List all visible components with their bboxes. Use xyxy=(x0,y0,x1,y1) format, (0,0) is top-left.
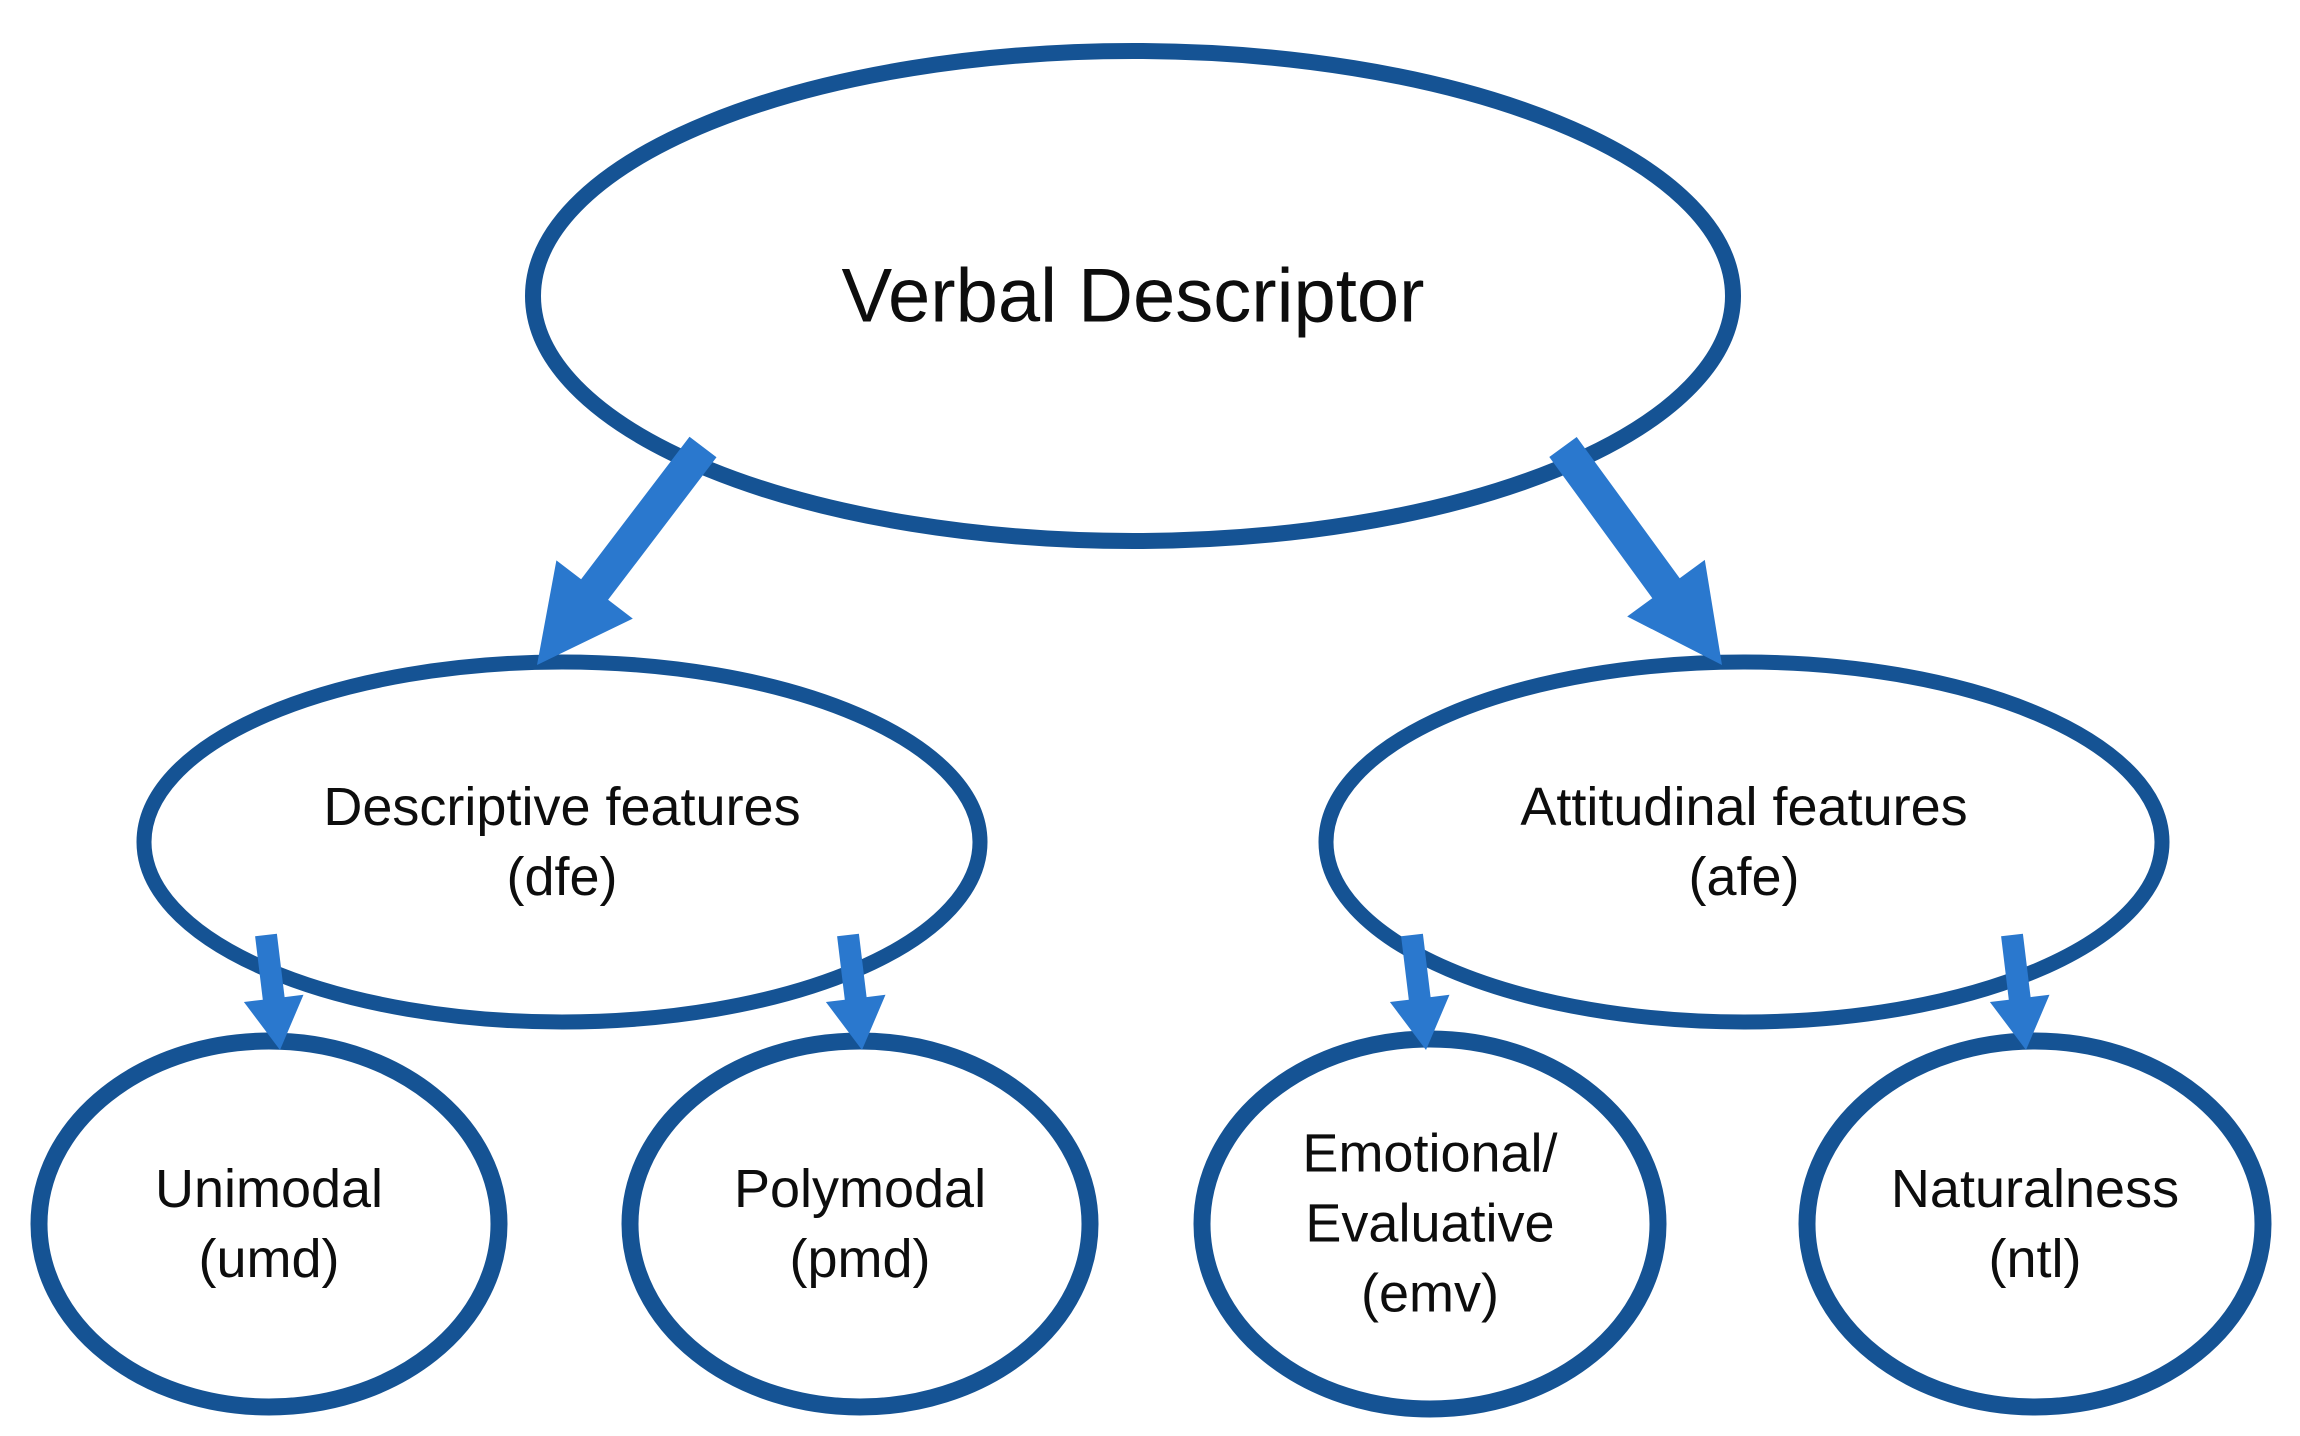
label-line: (dfe) xyxy=(506,847,618,907)
node-label-attitudinal-features: Attitudinal features (afe) xyxy=(1520,772,1967,912)
arrow-dfe-to-pmd xyxy=(825,933,886,1050)
label-line: (pmd) xyxy=(789,1229,931,1289)
node-ellipse-descriptive-features xyxy=(136,654,988,1030)
label-line: Evaluative xyxy=(1305,1193,1555,1254)
label-line: Descriptive features xyxy=(323,776,801,837)
arrow-afe-to-emv xyxy=(1389,933,1450,1050)
arrow-root-to-afe xyxy=(1549,437,1722,665)
node-ellipse-naturalness xyxy=(1798,1032,2272,1416)
arrow-root-to-dfe xyxy=(537,436,717,665)
label-line: (emv) xyxy=(1361,1264,1499,1325)
label-line: Verbal Descriptor xyxy=(841,253,1425,339)
label-line: Naturalness xyxy=(1890,1158,2180,1219)
node-ellipse-attitudinal-features xyxy=(1318,654,2170,1030)
label-line: Emotional/ xyxy=(1302,1123,1558,1184)
node-ellipse-verbal-descriptor xyxy=(525,43,1741,549)
label-line: Unimodal xyxy=(154,1158,384,1219)
node-label-verbal-descriptor: Verbal Descriptor xyxy=(842,250,1425,341)
node-label-unimodal: Unimodal (umd) xyxy=(155,1154,383,1294)
label-line: (afe) xyxy=(1688,847,1800,907)
node-label-descriptive-features: Descriptive features (dfe) xyxy=(323,772,800,912)
label-line: (ntl) xyxy=(1988,1229,2082,1289)
node-label-naturalness: Naturalness (ntl) xyxy=(1891,1154,2179,1294)
node-label-polymodal: Polymodal (pmd) xyxy=(734,1154,986,1294)
node-ellipse-unimodal xyxy=(30,1032,508,1416)
label-line: (umd) xyxy=(198,1229,340,1289)
arrow-afe-to-ntl xyxy=(1989,933,2050,1050)
arrow-dfe-to-umd xyxy=(243,933,304,1050)
label-line: Polymodal xyxy=(733,1158,987,1219)
label-line: Attitudinal features xyxy=(1520,776,1968,837)
node-label-emotional-evaluative: Emotional/ Evaluative (emv) xyxy=(1302,1119,1557,1330)
